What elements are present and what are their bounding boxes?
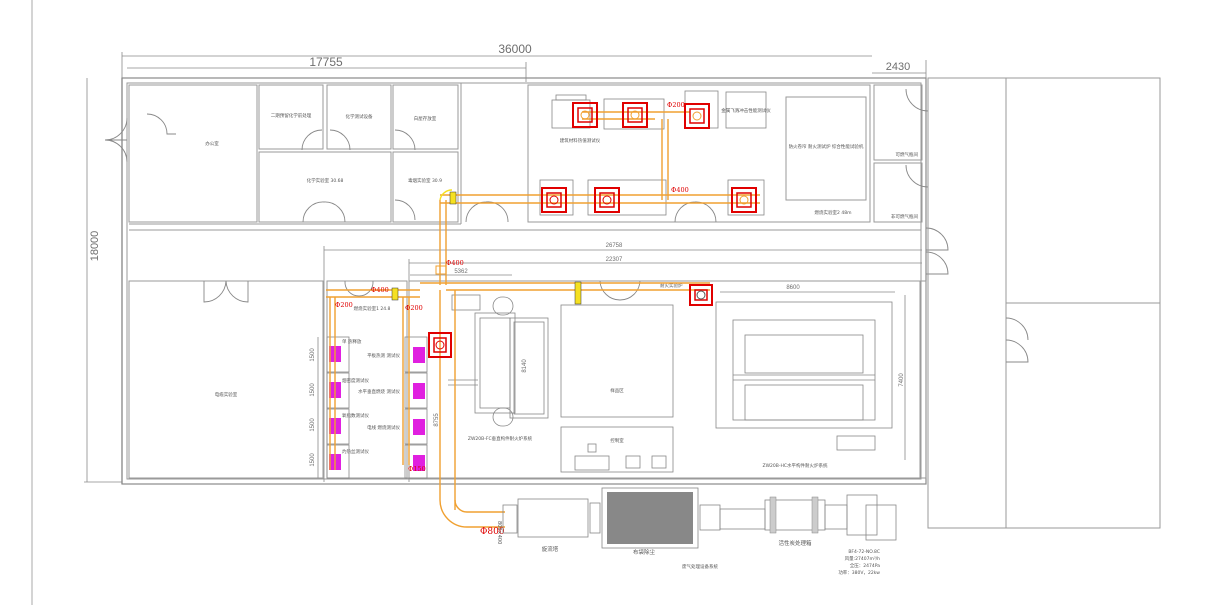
svg-text:样品区: 样品区 (610, 387, 624, 394)
svg-text:Φ200: Φ200 (667, 101, 685, 109)
svg-text:单 热释放: 单 热释放 (342, 338, 362, 345)
svg-text:1500: 1500 (310, 383, 316, 397)
dim-18000: 18000 (89, 231, 101, 262)
svg-text:毒烟实验室 30.9: 毒烟实验室 30.9 (408, 177, 442, 184)
room-chem-lab: 化学实验室 30.68 (258, 151, 392, 223)
dimension-left-block: 17755 (127, 55, 527, 82)
room-gas-flammable: 可燃气瓶间 (873, 84, 923, 161)
svg-text:金属飞溅冲击性能测试仪: 金属飞溅冲击性能测试仪 (721, 107, 771, 114)
svg-text:电缆实验室: 电缆实验室 (215, 391, 238, 398)
room-chem-pretreat: 二期预留化学前处理 (258, 84, 324, 150)
svg-text:耐火实验炉: 耐火实验炉 (660, 282, 683, 289)
svg-text:布袋除尘: 布袋除尘 (633, 548, 656, 556)
svg-text:Φ200: Φ200 (405, 304, 423, 312)
svg-text:可燃气瓶间: 可燃气瓶间 (896, 151, 919, 158)
svg-text:旋流塔: 旋流塔 (542, 545, 559, 553)
doors-gas-rooms (905, 88, 949, 275)
svg-text:控制室: 控制室 (610, 437, 624, 444)
svg-text:1500: 1500 (310, 453, 316, 467)
area-sample: 样品区 (560, 304, 674, 418)
test-cabinets-right: 平板热测 测试仪 水平垂直燃烧 测试仪 电线 燃烧测试仪 (358, 336, 428, 479)
room-gas-nonflammable: 非可燃气瓶间 (873, 162, 923, 223)
svg-text:烟密度测试仪: 烟密度测试仪 (342, 377, 369, 384)
svg-text:功率：380V，22kw: 功率：380V，22kw (838, 569, 880, 576)
dimension-right-block: 2430 (872, 60, 927, 82)
dimension-overall-height: 18000 (84, 78, 122, 483)
svg-text:燃烧实验室2 48m: 燃烧实验室2 48m (815, 209, 852, 216)
exhaust-duct-network (326, 111, 760, 528)
svg-text:建筑材料热值测试仪: 建筑材料热值测试仪 (560, 137, 601, 144)
exhaust-hoods (428, 102, 757, 358)
svg-text:BF4-72-NO.8C: BF4-72-NO.8C (848, 549, 880, 555)
dim-2430: 2430 (886, 61, 910, 73)
svg-text:Φ800: Φ800 (480, 527, 505, 537)
svg-text:废气处理设备系统: 废气处理设备系统 (682, 563, 718, 570)
svg-text:全压：2474Pa: 全压：2474Pa (850, 562, 880, 569)
room-control: 控制室 (560, 426, 674, 473)
duct-size-labels: Φ200 Φ400 Φ400 Φ400 Φ200 Φ200 Φ150 Φ800 … (335, 101, 689, 544)
room-furnace-hall (408, 280, 921, 479)
svg-text:Φ400: Φ400 (371, 286, 389, 294)
equipment-hc-furnace: 8600 7400 ZW20B-HC水平构件耐火炉系统 耐火实验炉 (660, 282, 906, 469)
equipment-bag-filter: 布袋除尘 废气处理设备系统 (601, 487, 718, 570)
svg-text:5362: 5362 (454, 269, 468, 275)
svg-text:办公室: 办公室 (205, 140, 219, 147)
equipment-fc-furnace: 8140 ZW20B-FC垂直构件耐火炉系统 (448, 294, 549, 442)
svg-text:800×400: 800×400 (496, 521, 502, 544)
equipment-metal-flight-test: 金属飞溅冲击性能测试仪 (721, 91, 771, 129)
dimension-cabinets: 1500 1500 1500 1500 (310, 337, 319, 478)
equipment-exhaust-fan: BF4-72-NO.8C 风量:27407m³/h 全压：2474Pa 功率：3… (824, 494, 897, 576)
svg-text:风量:27407m³/h: 风量:27407m³/h (845, 555, 881, 562)
svg-text:8600: 8600 (786, 285, 800, 291)
svg-text:Φ400: Φ400 (671, 186, 689, 194)
svg-text:非可燃气瓶间: 非可燃气瓶间 (891, 213, 918, 220)
svg-text:22307: 22307 (606, 257, 623, 263)
doors-top-left (104, 113, 416, 223)
dim-36000: 36000 (498, 42, 532, 56)
svg-text:化学测试设备: 化学测试设备 (346, 113, 373, 120)
svg-text:ZW20B-HC水平构件耐火炉系统: ZW20B-HC水平构件耐火炉系统 (763, 462, 828, 469)
dimension-overall-width: 36000 (121, 42, 872, 80)
room-white-storage: 白屋存放室 (392, 84, 459, 150)
room-toxic-lab: 毒烟实验室 30.9 (392, 151, 459, 223)
svg-text:氧指数测试仪: 氧指数测试仪 (342, 412, 369, 419)
svg-text:26758: 26758 (606, 243, 623, 249)
doors-top-right (465, 201, 717, 223)
svg-text:灼热丝测试仪: 灼热丝测试仪 (342, 448, 369, 455)
svg-text:1500: 1500 (310, 348, 316, 362)
svg-text:Φ150: Φ150 (408, 465, 426, 473)
dim-17755: 17755 (309, 55, 343, 69)
equipment-carbon-box: 活性炭处理箱 (699, 496, 826, 547)
room-electrical-lab: 电缆实验室 (128, 280, 324, 479)
svg-text:7400: 7400 (899, 373, 905, 387)
room-office: 办公室 (128, 84, 258, 223)
svg-text:水平垂直燃烧 测试仪: 水平垂直燃烧 测试仪 (358, 388, 400, 395)
svg-text:化学实验室 30.68: 化学实验室 30.68 (307, 177, 344, 184)
test-cabinets-left: 单 热释放 烟密度测试仪 氧指数测试仪 灼热丝测试仪 (326, 336, 369, 479)
svg-text:1500: 1500 (310, 418, 316, 432)
svg-text:活性炭处理箱: 活性炭处理箱 (778, 539, 812, 547)
svg-text:ZW20B-FC垂直构件耐火炉系统: ZW20B-FC垂直构件耐火炉系统 (468, 435, 533, 442)
room-combustion-lab-2: 防火卷帘 耐火测试炉 综合性能试验机 燃烧实验室2 48m (527, 84, 871, 223)
svg-text:防火卷帘 耐火测试炉 综合性能试验机: 防火卷帘 耐火测试炉 综合性能试验机 (789, 143, 864, 150)
adjacent-building (927, 77, 1161, 529)
dim-8755: 8755 (434, 413, 440, 427)
svg-text:Φ400: Φ400 (446, 259, 464, 267)
equipment-building-material-test: 建筑材料热值测试仪 (551, 94, 601, 144)
svg-text:Φ200: Φ200 (335, 301, 353, 309)
svg-text:燃烧实验室1 24.8: 燃烧实验室1 24.8 (354, 305, 391, 312)
svg-text:白屋存放室: 白屋存放室 (414, 115, 437, 122)
equipment-cyclone: 旋流塔 (502, 498, 601, 553)
svg-text:平板热测 测试仪: 平板热测 测试仪 (367, 352, 400, 359)
svg-text:二期预留化学前处理: 二期预留化学前处理 (271, 112, 312, 119)
svg-text:8140: 8140 (522, 359, 528, 373)
svg-text:电线 燃烧测试仪: 电线 燃烧测试仪 (367, 424, 400, 431)
room-chem-test-equip: 化学测试设备 (326, 84, 392, 150)
